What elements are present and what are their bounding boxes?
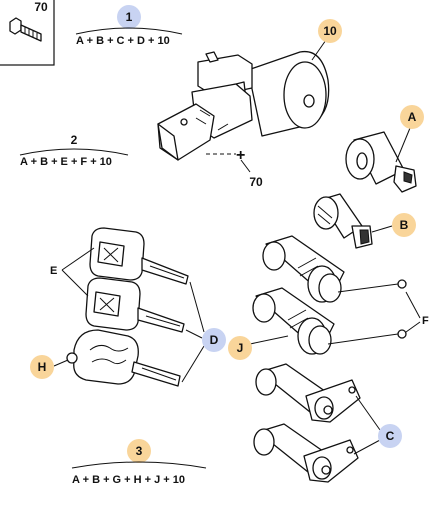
callout-70-label: 70 [249,175,263,189]
badge-1 [117,5,141,29]
group-1-formula: A + B + C + D + 10 [76,35,170,47]
group-3-label: 3 A + B + G + H + J + 10 [71,439,207,486]
badge-3 [127,439,151,463]
callout-d: D [181,281,226,383]
badge-h [30,355,54,379]
callout-j: J [228,335,289,360]
badge-j [228,336,252,360]
callout-f-label: F [422,315,429,327]
group-1-label: 1 A + B + C + D + 10 [75,5,183,47]
lock-cylinder-rod-upper [262,235,407,303]
callout-a-label: A [408,110,417,124]
corner-number: 70 [34,0,48,14]
lock-cylinder-a [345,131,417,193]
badge-d [202,328,226,352]
key-middle [85,277,185,333]
badge-c [378,424,402,448]
key-lower-remote [66,329,181,387]
callout-10: 10 [311,19,342,61]
screw-icon [9,17,42,42]
callout-a: A [395,105,424,163]
group-2-formula: A + B + E + F + 10 [20,156,112,168]
callout-d-label: D [210,333,219,347]
callout-j-label: J [237,341,244,355]
plus-marker-icon: + [236,147,245,164]
callout-e: E [50,247,95,297]
ignition-switch [157,50,330,161]
group-1-number: 1 [126,10,133,24]
badge-b [392,213,416,237]
group-2-label: 2 A + B + E + F + 10 [19,133,129,168]
key-upper [89,227,189,285]
callout-b-label: B [400,218,409,232]
group-2-number: 2 [71,133,78,147]
callout-e-label: E [50,265,57,277]
lock-cylinder-lever-lower [253,423,359,483]
callout-h: H [30,355,69,379]
lion-emblem-icon [89,344,129,365]
lock-cylinder-lever-upper [255,363,361,423]
badge-a [400,105,424,129]
lock-cylinder-rod-lower [252,287,407,355]
callout-70: + 70 [206,147,263,189]
badge-10 [318,19,342,43]
corner-screw-box: 70 [0,0,55,66]
callout-c-label: C [386,429,395,443]
callout-c: C [353,395,402,455]
lock-cylinder-b [313,193,373,249]
callout-b: B [371,213,416,237]
group-3-number: 3 [136,444,143,458]
callout-f: F [405,291,429,333]
callout-10-label: 10 [323,24,337,38]
callout-h-label: H [38,360,47,374]
group-3-formula: A + B + G + H + J + 10 [72,474,185,486]
